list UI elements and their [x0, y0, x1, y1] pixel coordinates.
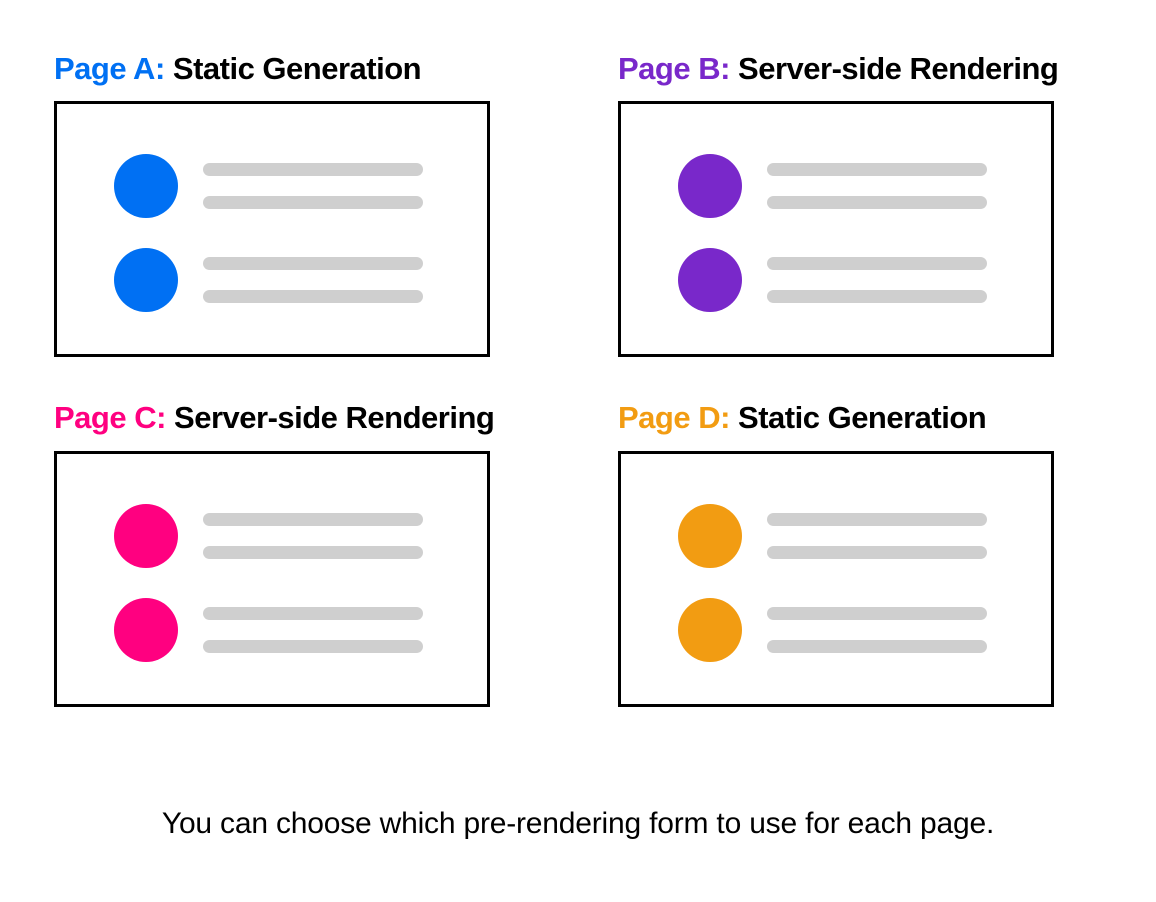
page-panel-b-card-rows — [678, 154, 987, 313]
avatar-placeholder-icon — [114, 248, 178, 313]
page-panel-a: Page A: Static Generation — [54, 52, 490, 358]
text-placeholder-bar — [203, 639, 423, 653]
card-row — [678, 503, 987, 568]
text-placeholder-bar — [203, 545, 423, 559]
text-placeholder-stack — [203, 163, 423, 210]
text-placeholder-stack — [767, 257, 987, 304]
card-row — [678, 248, 987, 313]
card-row — [678, 597, 987, 662]
page-panel-c-card-rows — [114, 503, 423, 662]
card-row — [114, 597, 423, 662]
text-placeholder-stack — [767, 512, 987, 559]
avatar-placeholder-icon — [114, 503, 178, 568]
page-panel-d-card-rows — [678, 503, 987, 662]
text-placeholder-stack — [767, 163, 987, 210]
page-panel-b-page-label: Page B: — [618, 51, 730, 86]
page-panel-d-card — [618, 450, 1054, 707]
page-panel-a-mode-label: Static Generation — [172, 51, 422, 86]
page-panel-grid: Page A: Static Generation — [54, 51, 1059, 707]
avatar-placeholder-icon — [114, 597, 178, 662]
text-placeholder-bar — [767, 290, 987, 304]
card-row — [114, 248, 423, 313]
page-panel-a-page-label: Page A: — [54, 51, 165, 86]
page-panel-b: Page B: Server-side Rendering — [618, 51, 1059, 358]
page-panel-a-card — [54, 101, 490, 358]
text-placeholder-bar — [767, 545, 987, 559]
text-placeholder-bar — [767, 257, 987, 271]
avatar-placeholder-icon — [678, 248, 742, 313]
page-panel-c: Page C: Server-side Rendering — [54, 400, 495, 707]
text-placeholder-bar — [203, 512, 423, 526]
text-placeholder-bar — [203, 290, 423, 304]
page-panel-d: Page D: Static Generation — [618, 401, 1054, 707]
card-row — [114, 154, 423, 219]
text-placeholder-bar — [767, 512, 987, 526]
text-placeholder-bar — [203, 196, 423, 210]
text-placeholder-stack — [203, 606, 423, 653]
card-row — [114, 503, 423, 568]
text-placeholder-bar — [203, 163, 423, 177]
text-placeholder-stack — [203, 257, 423, 304]
page-panel-b-title: Page B: Server-side Rendering — [618, 51, 1059, 86]
page-panel-a-title: Page A: Static Generation — [54, 52, 490, 85]
page-panel-d-page-label: Page D: — [618, 400, 730, 436]
page-panel-c-title: Page C: Server-side Rendering — [54, 400, 495, 436]
page-panel-b-mode-label: Server-side Rendering — [738, 51, 1059, 86]
text-placeholder-bar — [767, 606, 987, 620]
text-placeholder-bar — [203, 606, 423, 620]
text-placeholder-bar — [767, 196, 987, 210]
text-placeholder-stack — [203, 512, 423, 559]
avatar-placeholder-icon — [678, 597, 742, 662]
diagram-caption: You can choose which pre-rendering form … — [161, 807, 995, 840]
card-row — [678, 154, 987, 219]
page-panel-c-page-label: Page C: — [54, 400, 166, 436]
avatar-placeholder-icon — [678, 503, 742, 568]
text-placeholder-bar — [767, 639, 987, 653]
page-panel-b-card — [618, 101, 1054, 358]
avatar-placeholder-icon — [114, 154, 178, 219]
page-panel-d-title: Page D: Static Generation — [618, 401, 1054, 434]
page-panel-c-card — [54, 450, 490, 707]
avatar-placeholder-icon — [678, 154, 742, 219]
text-placeholder-bar — [767, 163, 987, 177]
page-panel-a-card-rows — [114, 154, 423, 313]
text-placeholder-stack — [767, 606, 987, 653]
page-panel-d-mode-label: Static Generation — [738, 400, 987, 436]
page-panel-c-mode-label: Server-side Rendering — [174, 400, 495, 436]
text-placeholder-bar — [203, 257, 423, 271]
